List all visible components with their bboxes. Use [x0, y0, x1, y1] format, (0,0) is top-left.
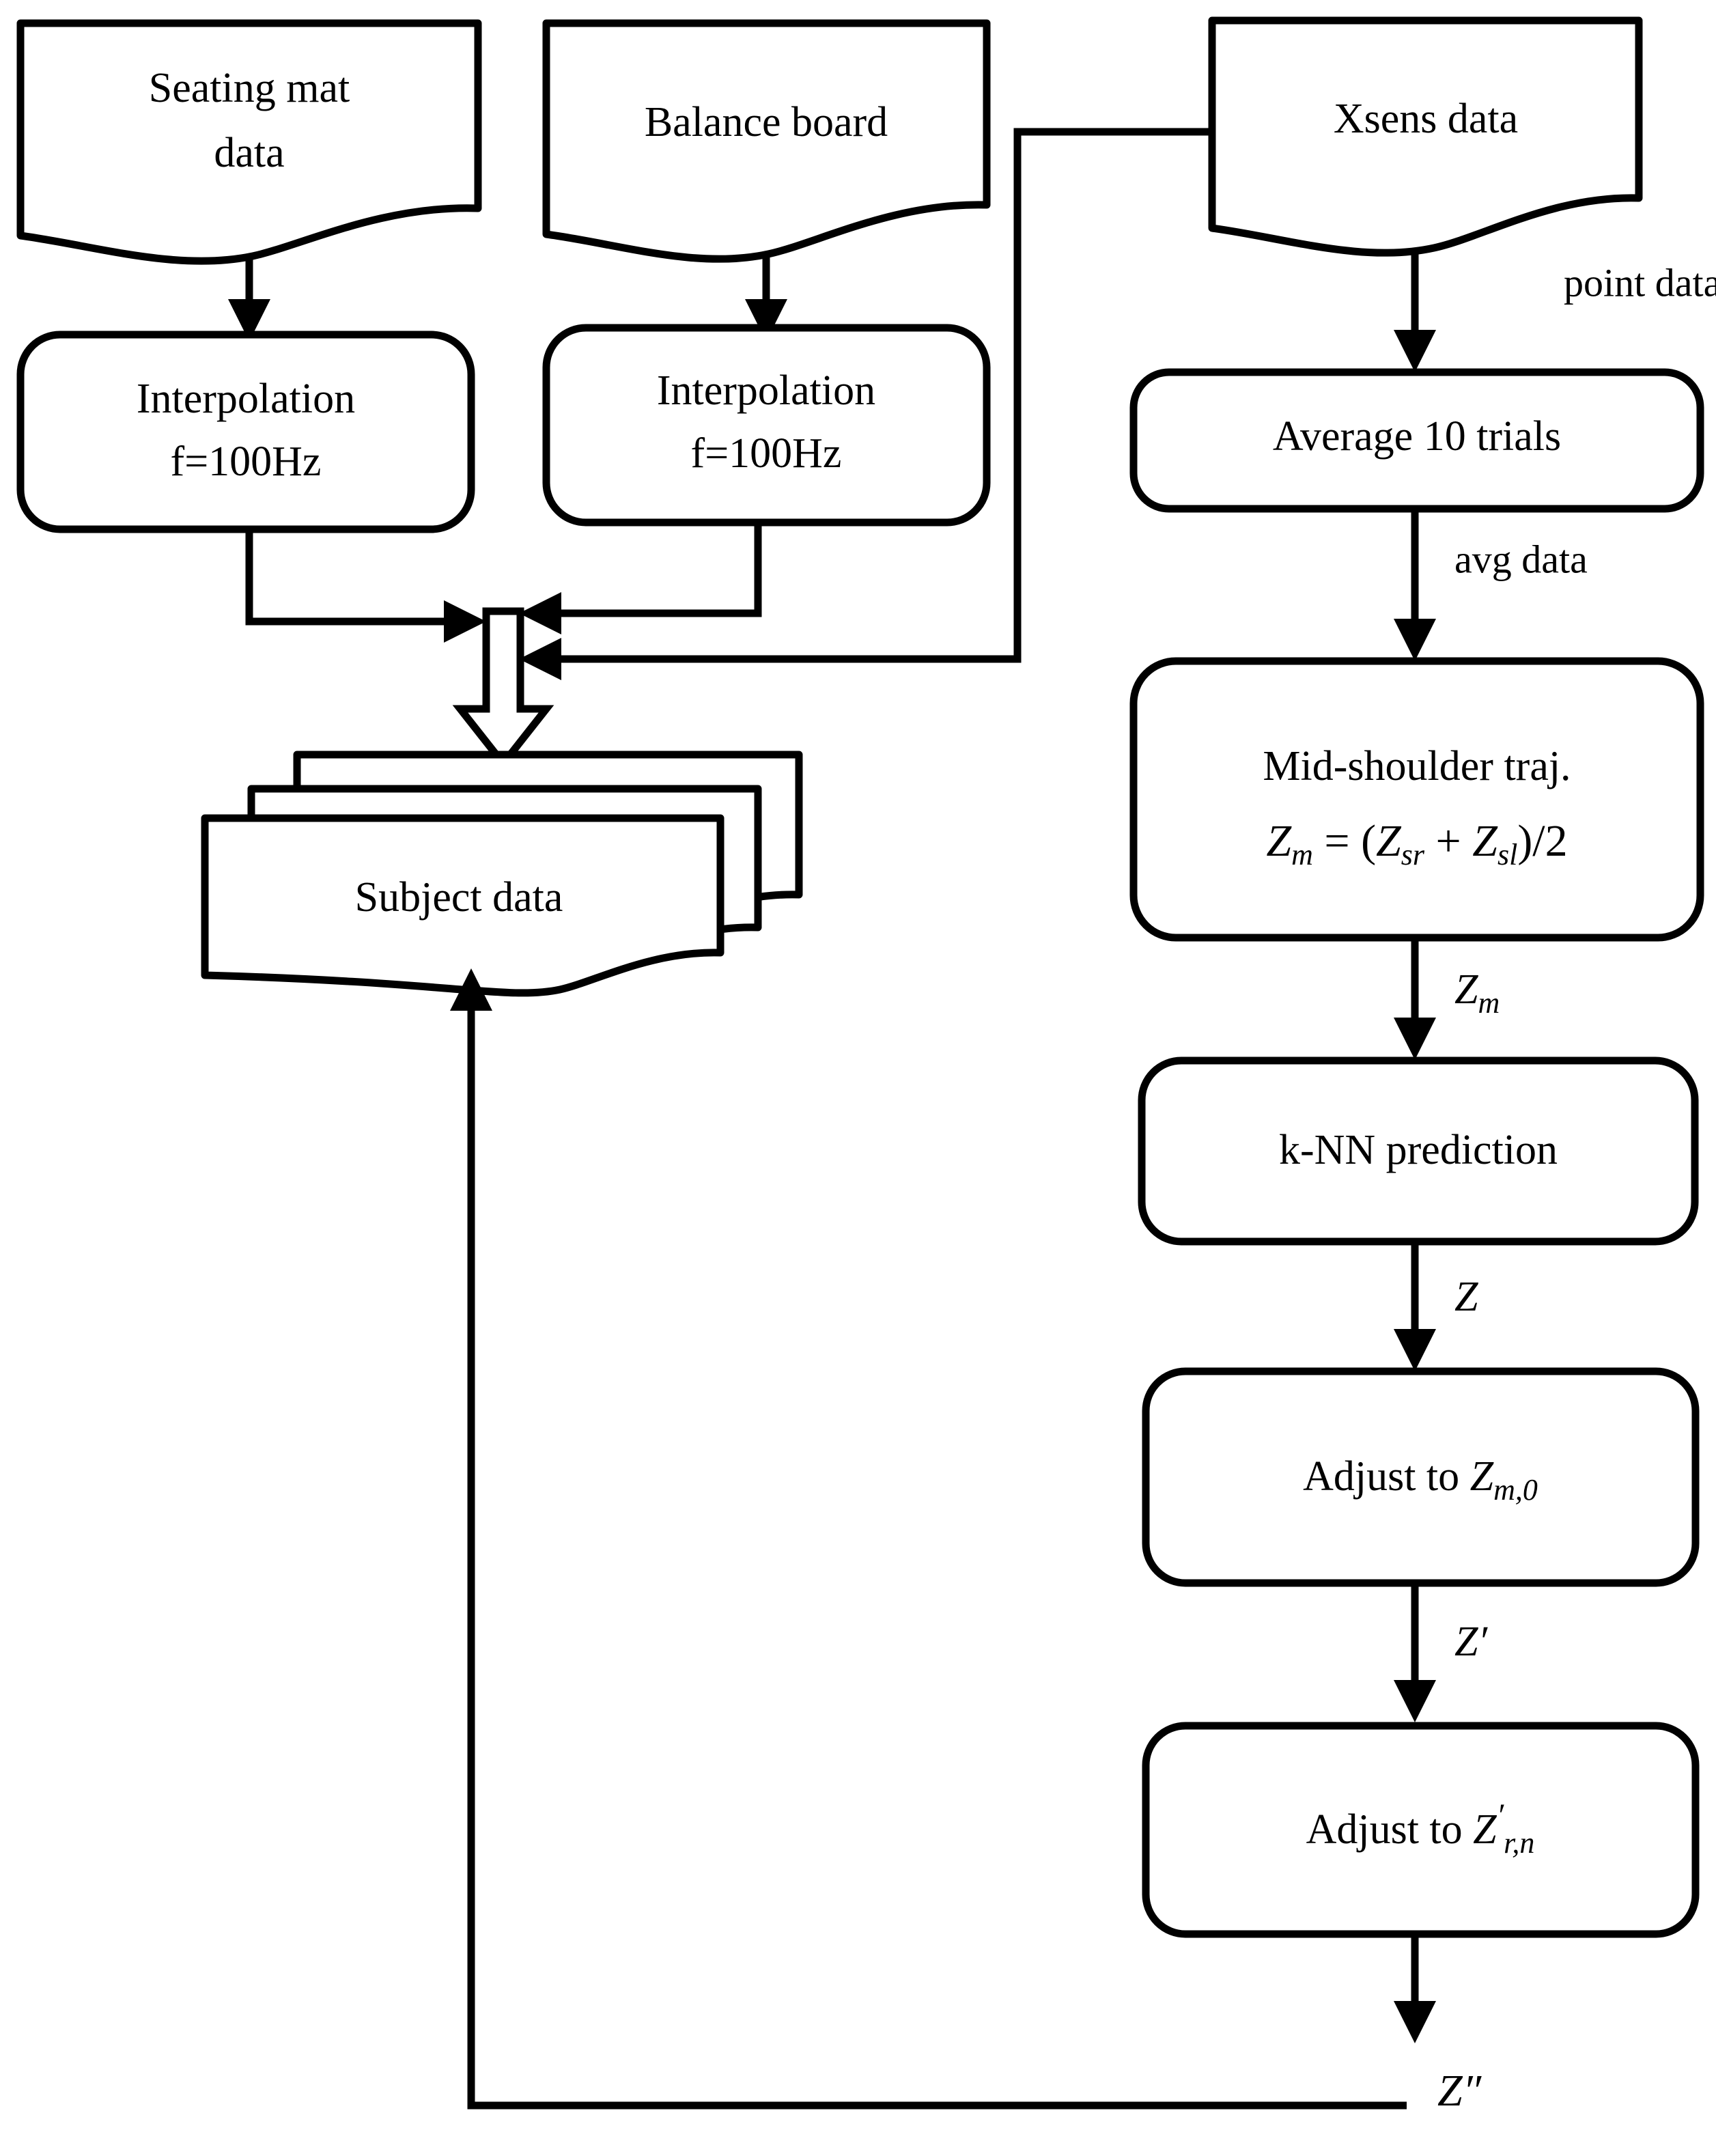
node-label-line2: f=100Hz	[171, 438, 322, 485]
adjust-label-var: Z	[1470, 1453, 1494, 1500]
node-average-10-trials[interactable]: Average 10 trials	[1129, 368, 1704, 513]
node-label-line2: f=100Hz	[691, 430, 842, 477]
edge-label-z: Z	[1454, 1274, 1478, 1320]
edge-balance-board-to-interpolation	[745, 254, 787, 341]
adjust2-label-var: Z	[1473, 1806, 1497, 1853]
formula-tail: )/2	[1517, 816, 1567, 866]
node-label: Adjust to Zm,0	[1303, 1453, 1538, 1507]
node-mid-shoulder-traj[interactable]: Mid-shoulder traj. Zm = (Zsr + Zsl)/2	[1129, 657, 1704, 942]
node-knn-prediction[interactable]: k-NN prediction	[1138, 1056, 1699, 1246]
rounded-rect-shape	[16, 331, 475, 533]
edge-label-avg-data: avg data	[1454, 537, 1588, 581]
rounded-rect-shape	[1129, 657, 1704, 942]
node-adjust-to-zrn[interactable]: Adjust to Z′r,n	[1142, 1722, 1700, 1938]
node-label: Interpolation	[657, 367, 875, 414]
node-label: Average 10 trials	[1273, 413, 1561, 460]
edge-label-z-double-prime: Z″	[1437, 2066, 1482, 2116]
adjust-label-prefix: Adjust to	[1303, 1453, 1470, 1500]
adjust2-label-prime: ′	[1497, 1797, 1505, 1834]
node-balance-board-data[interactable]: Balance board	[542, 19, 991, 263]
edge-label-point-data: point data	[1564, 260, 1716, 305]
edge-label-zm: Zm	[1454, 966, 1500, 1020]
document-shape-front	[201, 814, 725, 997]
edge-label-zm-var: Z	[1454, 966, 1478, 1013]
document-shape	[1208, 16, 1643, 257]
rounded-rect-shape	[1142, 1367, 1700, 1587]
document-shape	[542, 19, 991, 263]
edge-interpolation-left-to-merge	[245, 529, 486, 643]
edge-mid-shoulder-to-knn: Zm	[1394, 938, 1500, 1060]
formula-term1: Z	[1376, 816, 1402, 866]
formula-eq: = (	[1313, 816, 1376, 866]
edge-label-zm-sub: m	[1478, 986, 1500, 1020]
adjust-label-sub: m,0	[1493, 1473, 1538, 1507]
node-xsens-data[interactable]: Xsens data	[1208, 16, 1643, 257]
edge-xsens-to-average: point data	[1394, 248, 1716, 372]
edge-average-to-mid-shoulder: avg data	[1394, 509, 1588, 661]
node-label: Adjust to Z′r,n	[1306, 1797, 1535, 1860]
edge-interpolation-mid-to-merge	[519, 522, 762, 634]
node-label: Balance board	[645, 99, 888, 145]
node-seating-mat-data[interactable]: Seating mat data	[16, 19, 482, 265]
rounded-rect-shape	[542, 324, 991, 527]
formula-lhs: Z	[1266, 816, 1292, 866]
formula-lhs-sub: m	[1291, 838, 1313, 871]
node-label: Interpolation	[137, 376, 355, 422]
formula-term2-sub: sl	[1497, 838, 1517, 871]
formula-term2: Z	[1472, 816, 1498, 866]
node-label: Subject data	[355, 874, 563, 921]
edge-knn-to-adjust-zm0: Z	[1394, 1242, 1478, 1371]
edge-xsens-to-merge	[519, 128, 1212, 680]
node-formula: Zm = (Zsr + Zsl)/2	[1266, 816, 1567, 871]
formula-term1-sub: sr	[1401, 838, 1425, 871]
node-label: Xsens data	[1334, 96, 1518, 142]
adjust2-label-prefix: Adjust to	[1306, 1806, 1474, 1853]
document-shape	[16, 19, 482, 265]
node-label: Seating mat	[149, 65, 350, 111]
node-subject-data[interactable]: Subject data	[201, 751, 803, 997]
node-adjust-to-zm0[interactable]: Adjust to Zm,0	[1142, 1367, 1700, 1587]
node-label: k-NN prediction	[1279, 1127, 1558, 1173]
edge-adjust-zm0-to-adjust-zrn: Z′	[1394, 1583, 1488, 1722]
node-label: Mid-shoulder traj.	[1263, 743, 1571, 789]
edge-label-z-prime: Z′	[1454, 1619, 1488, 1665]
rounded-rect-shape	[1142, 1722, 1700, 1938]
adjust2-label-sub: r,n	[1504, 1826, 1534, 1860]
formula-plus: +	[1424, 816, 1472, 866]
node-label-line2: data	[214, 130, 284, 176]
edge-feedback-z-double-prime: Z″	[450, 968, 1482, 2116]
merge-block-arrow	[452, 607, 554, 770]
edge-seating-mat-to-interpolation	[228, 256, 270, 341]
node-interpolation-mid[interactable]: Interpolation f=100Hz	[542, 324, 991, 527]
node-interpolation-left[interactable]: Interpolation f=100Hz	[16, 331, 475, 533]
